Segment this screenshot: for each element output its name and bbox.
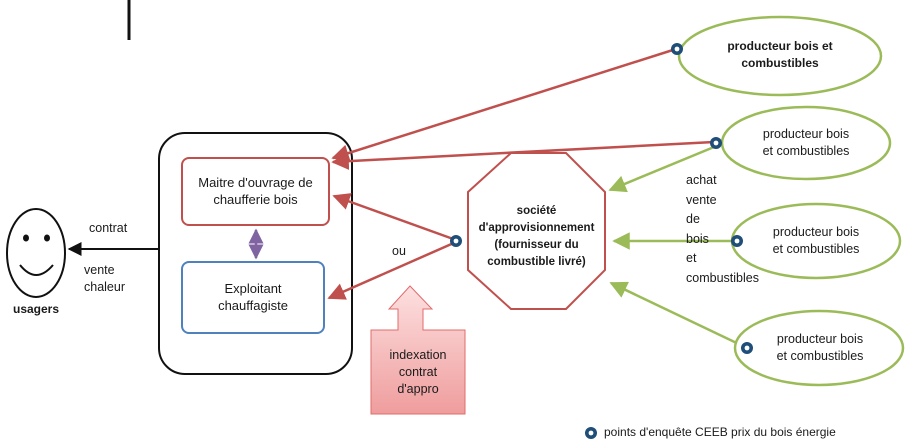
maitre-ouvrage-box xyxy=(181,157,330,226)
arrow-producer1-to-maitre xyxy=(331,47,677,162)
producer-label-2: producteur bois et combustibles xyxy=(762,127,850,158)
societe-approvisionnement-octagon xyxy=(467,152,606,310)
achat-vente-label: achat vente de bois et combustibles xyxy=(686,173,759,285)
survey-point-icon xyxy=(671,43,683,55)
exploitant-box xyxy=(181,261,325,334)
survey-point-icon xyxy=(741,342,753,354)
survey-point-icon xyxy=(450,235,462,247)
societe-label: société d'approvisionnement (fournisseur… xyxy=(478,205,595,268)
producer-ellipse-1 xyxy=(677,15,883,97)
producer-label-3: producteur bois et combustibles xyxy=(772,225,860,256)
contrat-label: contrat xyxy=(89,221,128,235)
arrow-producer2-to-maitre xyxy=(331,140,715,170)
producer-label-4: producteur bois et combustibles xyxy=(776,332,864,363)
indexation-label: indexation contrat d'appro xyxy=(389,348,447,396)
usagers-label: usagers xyxy=(12,302,60,316)
usagers-smiley-icon xyxy=(6,208,66,298)
arrow-producer2-to-societe xyxy=(608,145,715,193)
arrow-producer4-to-societe xyxy=(609,281,746,349)
producer-ellipse-4 xyxy=(733,309,905,387)
exploitant-label: Exploitant chauffagiste xyxy=(218,281,288,313)
vente-chaleur-label: vente chaleur xyxy=(84,263,125,294)
survey-point-icon xyxy=(731,235,743,247)
indexation-block-arrow xyxy=(370,285,466,415)
arrow-societe-to-maitre xyxy=(332,193,457,242)
legend-survey-point-icon xyxy=(585,427,597,439)
ou-label: ou xyxy=(392,244,406,258)
survey-point-icon xyxy=(710,137,722,149)
producer-label-1: producteur bois et combustibles xyxy=(727,39,833,70)
arrow-societe-to-exploitant xyxy=(327,240,457,300)
legend-label: points d'enquête CEEB prix du bois énerg… xyxy=(604,425,836,439)
maitre-ouvrage-label: Maitre d'ouvrage de chaufferie bois xyxy=(198,175,313,207)
